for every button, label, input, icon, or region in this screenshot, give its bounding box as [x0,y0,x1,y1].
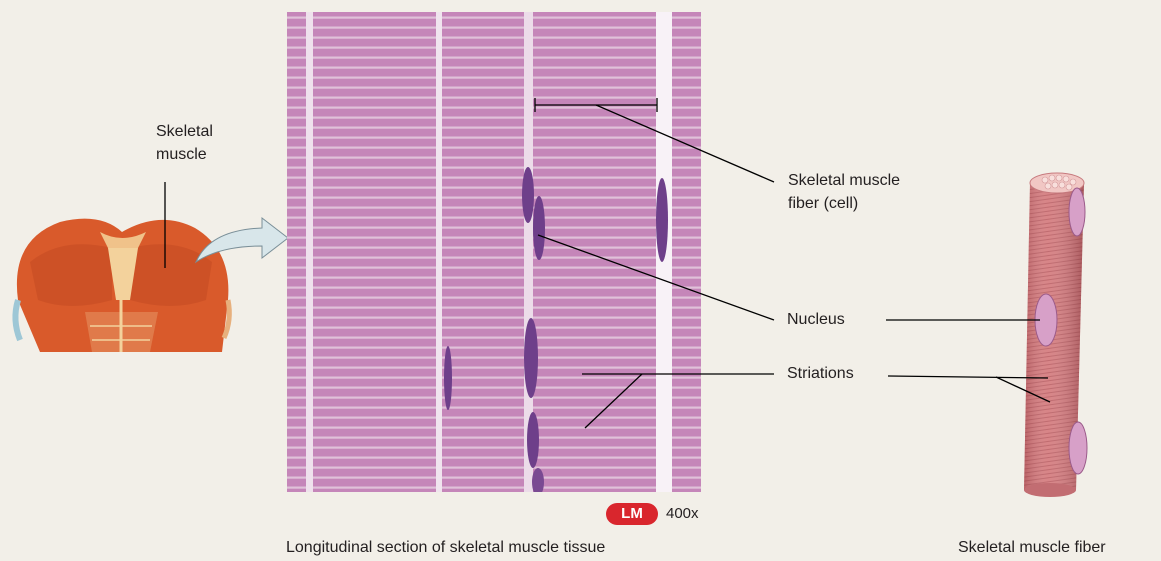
micrograph [287,12,701,496]
skeletal-muscle-label-line2: muscle [156,145,207,165]
skeletal-muscle-label-line1: Skeletal [156,122,213,142]
muscle-fiber-illustration [1024,173,1087,497]
striations-label: Striations [787,364,854,384]
fiber-cell-label-line2: fiber (cell) [788,194,858,214]
fiber-caption: Skeletal muscle fiber [958,538,1106,558]
micrograph-caption: Longitudinal section of skeletal muscle … [286,538,605,558]
torso-muscle-illustration [15,219,229,352]
fiber-cell-label-line1: Skeletal muscle [788,171,900,191]
fiber-leaders [886,320,1050,402]
magnification-value: 400x [666,504,699,524]
nucleus-label: Nucleus [787,310,845,330]
lm-badge: LM [606,504,658,524]
